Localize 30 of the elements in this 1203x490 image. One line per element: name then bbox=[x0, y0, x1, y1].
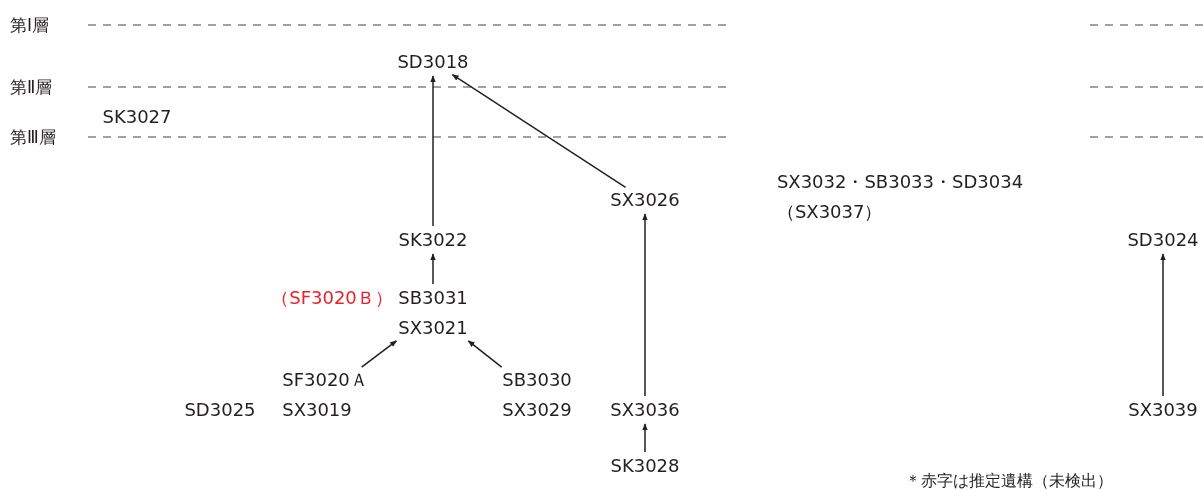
feature-label: SB3031 bbox=[398, 286, 468, 310]
arrow bbox=[430, 253, 436, 285]
arrow bbox=[1160, 253, 1166, 397]
arrow bbox=[642, 423, 648, 453]
layer-label: 第Ⅲ層 bbox=[10, 126, 56, 148]
feature-label: SX3039 bbox=[1128, 395, 1198, 425]
feature-label: SX3036 bbox=[610, 395, 680, 425]
arrow bbox=[451, 73, 627, 189]
feature-label: SK3022 bbox=[398, 225, 468, 255]
feature-label: SX3026 bbox=[610, 185, 680, 215]
arrow bbox=[360, 340, 398, 368]
arrow bbox=[467, 340, 503, 368]
note-text: ＊赤字は推定遺構（未検出） bbox=[905, 470, 1113, 490]
feature-label: SX3019 bbox=[282, 398, 353, 422]
feature-label: SB3030 bbox=[502, 368, 572, 392]
layer-label: 第Ⅱ層 bbox=[10, 76, 53, 98]
feature-label: SK3028 bbox=[610, 451, 680, 481]
feature-label: SF3020Ａ bbox=[282, 368, 368, 392]
feature-label: （SF3020Ｂ） bbox=[271, 283, 393, 313]
arrow bbox=[642, 213, 648, 397]
feature-label: SD3024 bbox=[1127, 225, 1199, 255]
feature-label: SX3032・SB3033・SD3034 bbox=[776, 170, 1024, 194]
feature-label: SD3018 bbox=[397, 47, 469, 77]
feature-label: SX3021 bbox=[398, 316, 468, 340]
feature-label: （SX3037） bbox=[776, 200, 884, 224]
feature-label: SX3029 bbox=[502, 398, 572, 422]
layer-label: 第Ⅰ層 bbox=[10, 14, 49, 36]
feature-label: SK3027 bbox=[102, 102, 172, 132]
arrow bbox=[430, 75, 436, 227]
feature-label: SD3025 bbox=[184, 395, 256, 425]
